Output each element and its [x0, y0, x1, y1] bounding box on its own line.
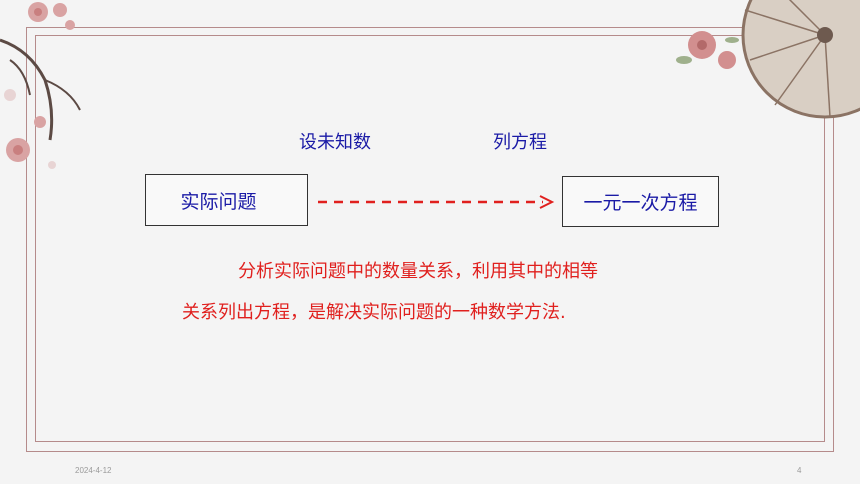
linear-equation-box: 一元一次方程	[562, 176, 719, 227]
plum-blossom-branch-top-left	[0, 2, 81, 169]
real-problem-text: 实际问题	[180, 190, 257, 213]
dashed-arrow-icon	[318, 195, 555, 209]
slide-number: 4	[797, 466, 802, 475]
analysis-text-line-2: 关系列出方程，是解决实际问题的一种数学方法.	[182, 302, 566, 323]
analysis-text-line-1: 分析实际问题中的数量关系，利用其中的相等	[238, 261, 598, 282]
flower-cluster-top-right	[676, 31, 739, 69]
real-problem-box: 实际问题	[145, 174, 308, 226]
slide-frame-outer	[26, 27, 834, 452]
assume-unknown-label: 设未知数	[299, 132, 371, 153]
footer-date: 2024-4-12	[75, 466, 112, 475]
slide-frame-inner	[35, 35, 825, 442]
linear-equation-text: 一元一次方程	[583, 192, 698, 214]
umbrella-top-right	[741, 0, 860, 119]
write-equation-label: 列方程	[493, 132, 547, 153]
